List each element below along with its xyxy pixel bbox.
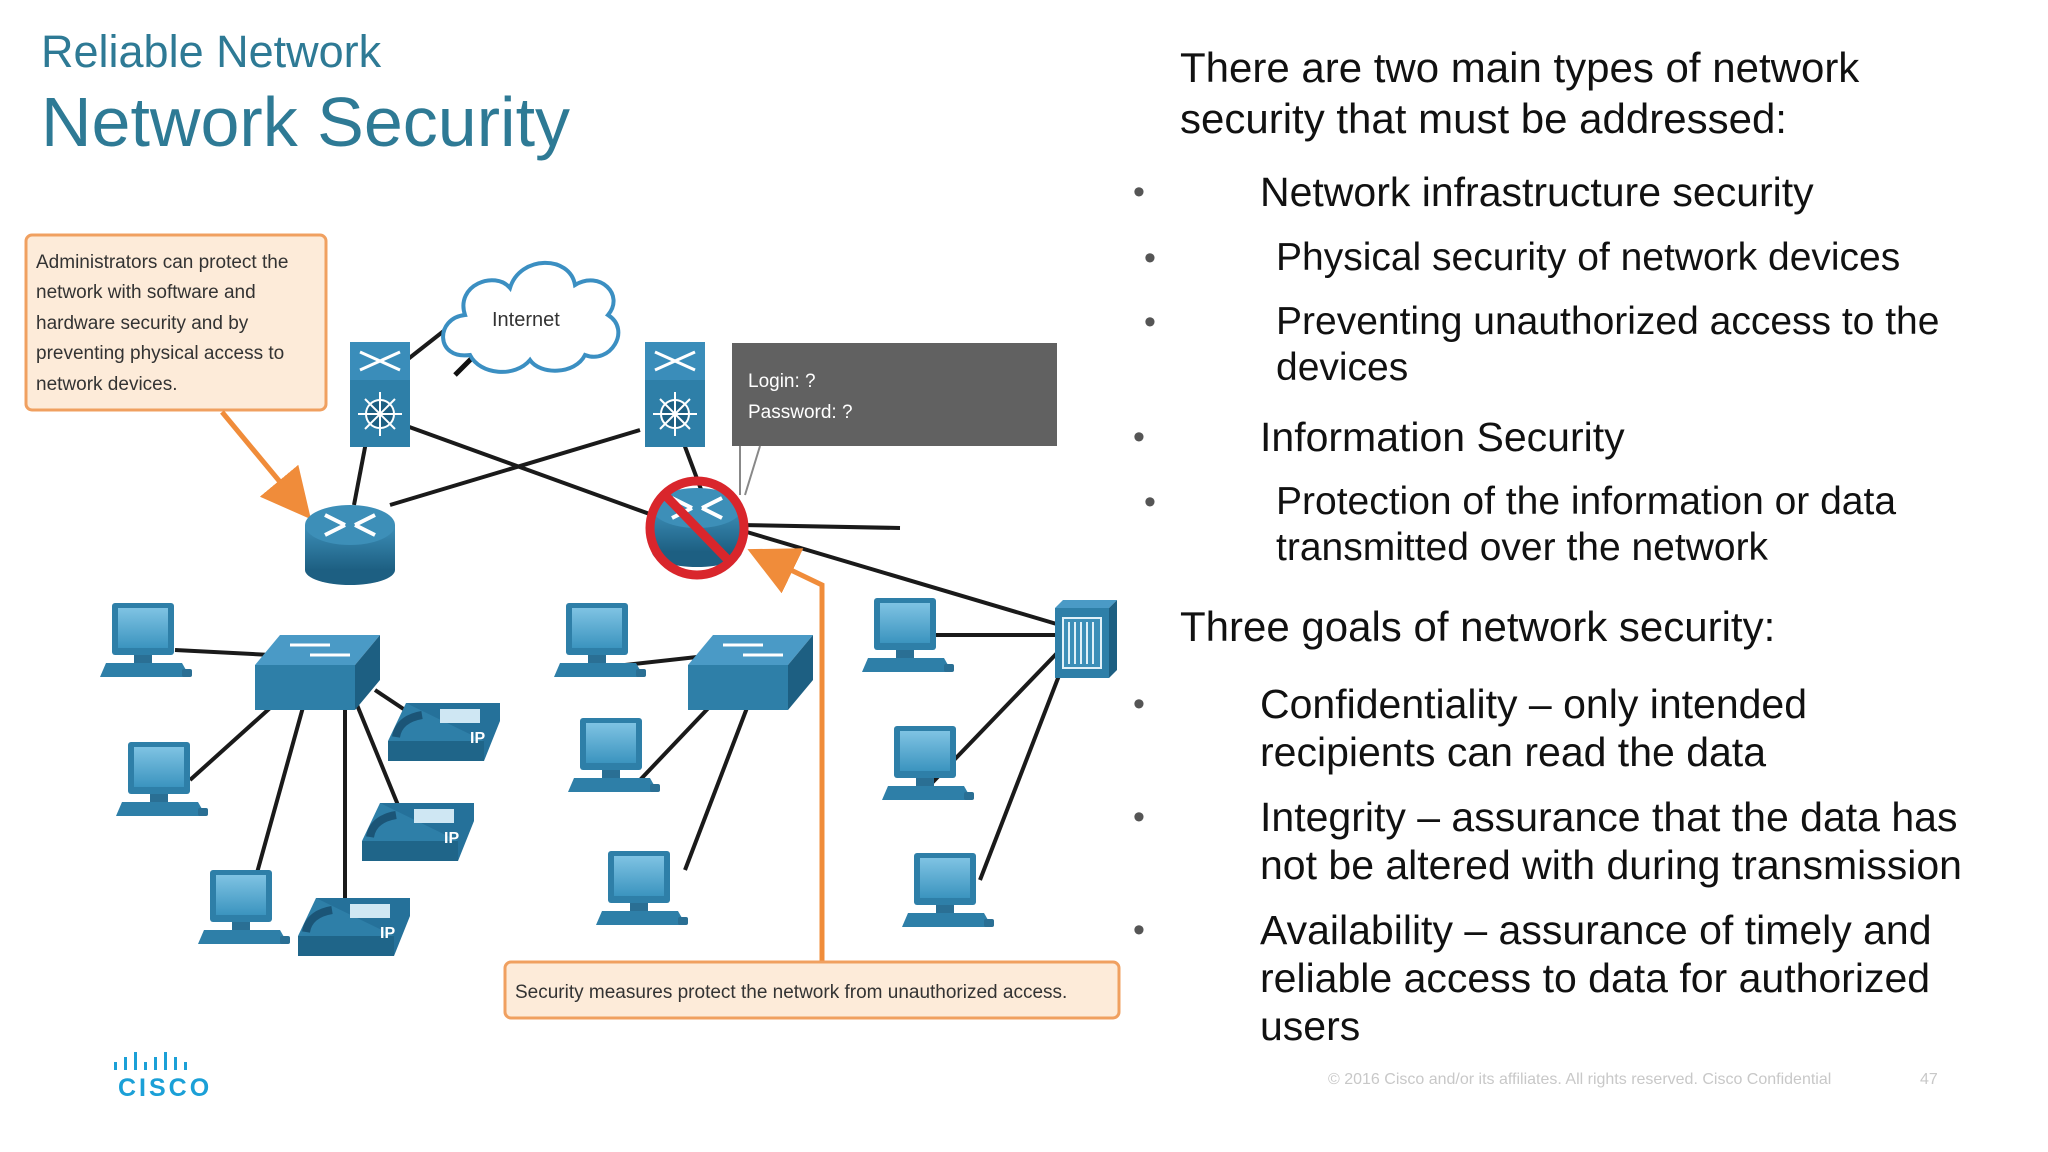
prohibited-icon (645, 476, 749, 580)
admin-callout-line: Administrators can protect the (36, 252, 288, 273)
pc-icon (882, 726, 974, 800)
multilayer-switch-left (350, 342, 410, 447)
switch-right (688, 635, 813, 710)
bullet-icon: • (1133, 685, 1145, 723)
bullet-icon: • (1144, 239, 1156, 277)
slide-subtitle: Reliable Network (41, 26, 382, 77)
admin-callout: Administrators can protect the network w… (24, 233, 328, 412)
switch-left (255, 635, 380, 710)
cisco-logo-text: CISCO (118, 1074, 213, 1102)
list-item: •Information Security (1133, 414, 1625, 460)
bullet-icon: • (1133, 418, 1145, 456)
slide-title: Network Security (41, 83, 571, 161)
password-label: Password: ? (748, 402, 853, 423)
pc-icon (554, 603, 646, 677)
ip-phone: IP (388, 703, 500, 761)
router-right (652, 488, 742, 567)
login-label: Login: ? (748, 371, 816, 392)
admin-arrow (220, 410, 311, 520)
security-callout: Security measures protect the network fr… (503, 960, 1121, 1020)
list-item: •Physical security of network devices (1144, 234, 2020, 299)
list-item: •Network infrastructure security (1133, 169, 1814, 215)
admin-callout-line: preventing physical access to (36, 343, 284, 364)
pc-icon (568, 718, 660, 792)
login-box: Login: ? Password: ? (732, 343, 1057, 496)
pc-icon (198, 870, 290, 944)
cisco-logo-bars-icon (114, 1052, 187, 1070)
list-item: •Integrity – assurance that the data has… (1133, 794, 1962, 888)
internet-label: Internet (492, 309, 560, 331)
bullet-icon: • (1133, 798, 1145, 836)
goals-list: •Confidentiality – only intended recipie… (1133, 680, 2020, 1050)
intro-text: There are two main types of network secu… (1180, 44, 1860, 142)
svg-text:IP: IP (470, 730, 485, 747)
svg-text:IP: IP (380, 925, 395, 942)
pc-icon (116, 742, 208, 816)
security-callout-text: Security measures protect the network fr… (515, 982, 1067, 1003)
security-types-list: •Network infrastructure security •Physic… (1133, 168, 2020, 579)
router-left (305, 505, 395, 585)
goals-heading: Three goals of network security: (1180, 603, 1776, 650)
page-number: 47 (1920, 1071, 1938, 1088)
svg-text:IP: IP (444, 830, 459, 847)
bullet-icon: • (1144, 483, 1156, 521)
server (1055, 600, 1117, 678)
bullet-icon: • (1133, 173, 1145, 211)
admin-callout-line: network with software and (36, 282, 256, 303)
pc-icon (902, 853, 994, 927)
pc-icon (100, 603, 192, 677)
svg-text:Administrators can protect the: Administrators can protect the network w… (36, 252, 294, 395)
list-item: •Availability – assurance of timely and … (1133, 907, 1932, 1049)
admin-callout-line: hardware security and by (36, 313, 249, 334)
bullet-icon: • (1144, 303, 1156, 341)
admin-callout-line: network devices. (36, 374, 178, 395)
internet-cloud: Internet (441, 260, 621, 374)
multilayer-switch-right (645, 342, 705, 447)
copyright-text: © 2016 Cisco and/or its affiliates. All … (1328, 1071, 1832, 1088)
bullet-icon: • (1133, 911, 1145, 949)
ip-phone: IP (362, 803, 474, 861)
ip-phone: IP (298, 898, 410, 956)
list-item: •Confidentiality – only intended recipie… (1133, 681, 1808, 775)
list-item: •Protection of the information or data t… (1144, 480, 1897, 569)
security-arrow (747, 548, 825, 962)
list-item: •Preventing unauthorized access to the d… (1144, 300, 1940, 389)
svg-text:Login: ? Password: ?: Login: ? Password: ? (748, 371, 853, 423)
network-diagram: Administrators can protect the network w… (24, 233, 1121, 1020)
pc-icon (596, 851, 688, 925)
network-links (174, 328, 1067, 905)
